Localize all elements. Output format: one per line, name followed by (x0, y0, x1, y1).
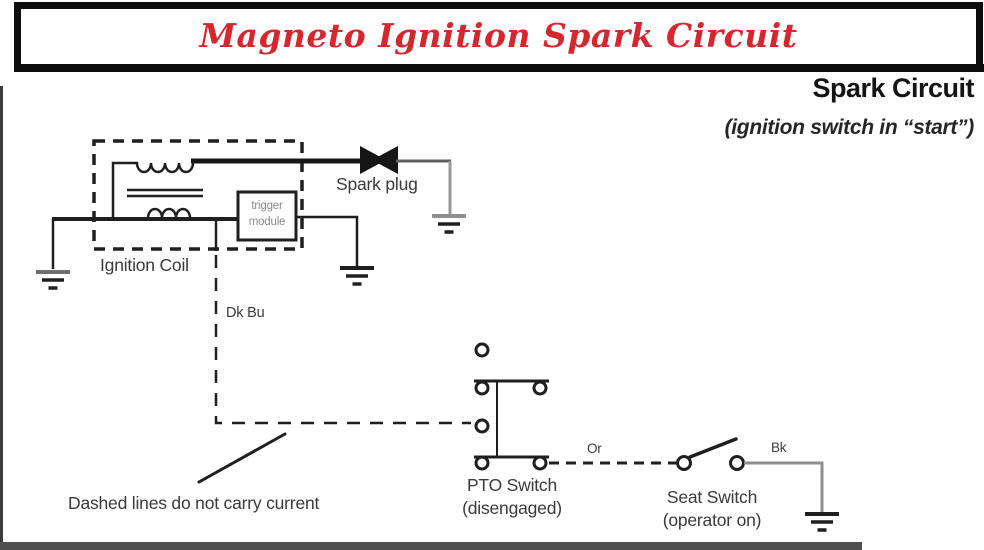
trigger-module-box (236, 190, 298, 242)
note-pointer-line (197, 432, 287, 484)
title-banner: Magneto Ignition Spark Circuit (14, 2, 983, 64)
seat-switch-symbol (676, 437, 745, 471)
coil-core (127, 188, 203, 198)
secondary-winding (111, 161, 195, 219)
page-bottom-edge (0, 542, 862, 550)
ignition-coil-symbol (111, 161, 203, 219)
dashed-lines-note: Dashed lines do not carry current (68, 493, 320, 513)
section-title: Spark Circuit (812, 73, 974, 103)
wire-dk-bu-dashed (214, 255, 471, 425)
trigger-module-label: trigger module (239, 198, 295, 230)
trigger-module-label-line2: module (248, 216, 286, 228)
ground-icon (805, 512, 839, 532)
primary-winding (146, 207, 192, 219)
wire-dk-bu-label: Dk Bu (226, 305, 265, 321)
seat-switch-name: Seat Switch (666, 487, 758, 507)
ignition-coil-dashed-box (92, 139, 304, 251)
trigger-module-label-line1: trigger (251, 200, 283, 212)
seat-switch-state: (operator on) (662, 510, 762, 530)
pto-switch-name: PTO Switch (466, 475, 558, 495)
pto-switch-label: PTO Switch (disengaged) (448, 474, 576, 520)
spark-gap-icon (360, 146, 398, 174)
section-heading: Spark Circuit (ignition switch in “start… (724, 73, 975, 140)
pto-switch-state: (disengaged) (462, 498, 562, 518)
ground-icon (36, 270, 70, 290)
title-banner-underline (14, 64, 984, 72)
spark-plug-label: Spark plug (336, 174, 418, 194)
ground-icon (432, 214, 466, 234)
ground-icon (340, 266, 374, 286)
page-left-edge (0, 86, 3, 550)
pto-switch-symbol (474, 342, 549, 471)
page-title: Magneto Ignition Spark Circuit (199, 15, 798, 55)
seat-switch-label: Seat Switch (operator on) (648, 486, 776, 532)
wire-module-to-ground (296, 215, 359, 266)
wire-bk-to-ground (744, 461, 824, 512)
ignition-coil-label: Ignition Coil (100, 255, 189, 275)
wire-bk-label: Bk (771, 440, 787, 455)
section-subtitle: (ignition switch in “start”) (724, 116, 975, 139)
wire-or-label: Or (587, 441, 602, 456)
